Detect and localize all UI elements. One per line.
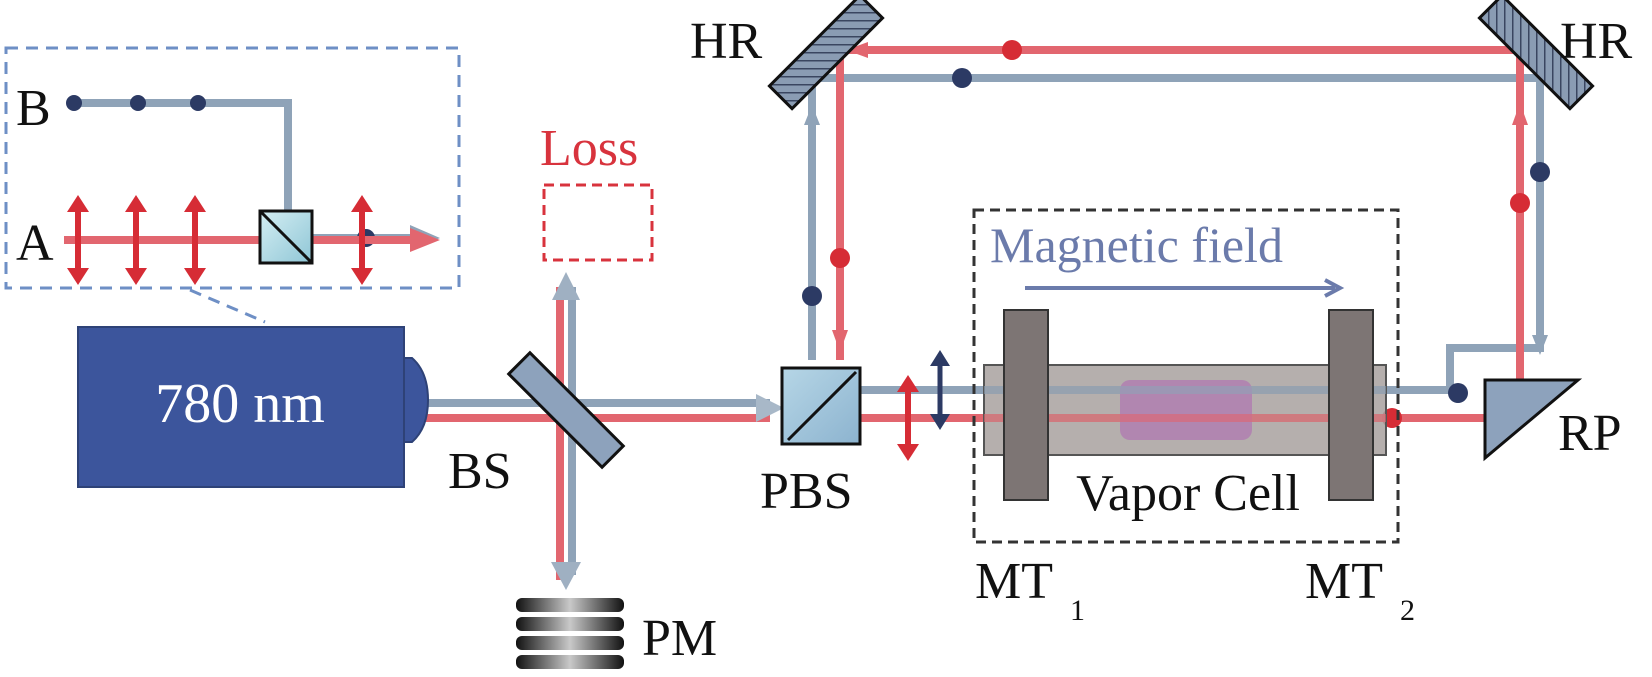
vapor-cell-core <box>1120 380 1252 440</box>
red-dot-right <box>1510 193 1530 213</box>
red-polarization-arrow <box>897 375 919 461</box>
hr-left-label: HR <box>690 13 763 70</box>
laser-label: 780 nm <box>155 373 325 435</box>
arrow-hr-left <box>846 42 868 58</box>
blue-dot-rp <box>1448 383 1468 403</box>
inset-a-arrowhead <box>410 228 440 252</box>
mt2-label-group: MT 2 <box>1305 553 1415 627</box>
mt2-subscript: 2 <box>1400 594 1415 627</box>
arrow-pbs-down <box>832 330 848 352</box>
hr-mirror-left: HR <box>690 0 885 111</box>
arrow-hr-up <box>804 105 820 125</box>
blue-dot-left <box>802 286 822 306</box>
blue-dot-top <box>952 68 972 88</box>
magnetic-field-arrowhead <box>1324 278 1345 298</box>
pm-label: PM <box>642 610 717 667</box>
laser-aperture <box>403 357 430 443</box>
arrow-to-pbs <box>756 394 784 422</box>
magnetic-field-label: Magnetic field <box>990 217 1283 273</box>
red-dot-left <box>830 248 850 268</box>
polarization-inset: B A <box>4 46 461 324</box>
arrow-to-pm <box>551 562 581 590</box>
hr-right-label: HR <box>1560 13 1633 70</box>
hr-mirror-right: HR <box>1477 0 1633 111</box>
mt1-label: MT <box>975 553 1053 610</box>
rp-prism <box>1483 378 1583 462</box>
mt2-coil <box>1328 309 1374 501</box>
arrow-rp-down <box>1532 335 1548 355</box>
rp-label: RP <box>1558 405 1622 462</box>
red-dot-top <box>1002 40 1022 60</box>
bs-label: BS <box>448 443 512 500</box>
pbs-label: PBS <box>760 463 853 520</box>
inset-b-dot <box>130 95 146 111</box>
blue-dot-right <box>1530 162 1550 182</box>
power-meter: PM <box>516 598 717 669</box>
polarizing-beam-splitter: PBS <box>760 366 862 520</box>
arrow-to-loss <box>552 272 580 300</box>
vapor-cell-label: Vapor Cell <box>1076 465 1300 522</box>
inset-b-dot <box>190 95 206 111</box>
bs-plate <box>506 350 626 470</box>
inset-border <box>4 46 461 290</box>
beam-arrowheads <box>551 42 1548 590</box>
inset-pbs-diagonal <box>258 209 314 265</box>
mt2-label: MT <box>1305 553 1383 610</box>
magnetic-field: Magnetic field <box>990 217 1345 298</box>
mt1-coil <box>1003 309 1049 501</box>
laser-source: 780 nm <box>77 326 430 488</box>
magnetic-region-border <box>972 208 1400 544</box>
inset-connector <box>189 288 266 324</box>
inset-b-dot <box>66 95 82 111</box>
loss-box <box>542 183 654 262</box>
beam-splitter: BS <box>448 350 626 500</box>
loss-dump: Loss <box>540 120 654 262</box>
pbs-diagonal <box>786 370 858 442</box>
inset-label-a: A <box>16 215 54 272</box>
hr-right-plate <box>1477 0 1595 111</box>
hr-left-plate <box>767 0 885 111</box>
inset-a-polarization-arrows <box>67 195 373 285</box>
loss-label: Loss <box>540 120 638 177</box>
vapor-cell-assembly: Vapor Cell <box>972 208 1400 544</box>
blue-polarization-arrow <box>930 350 950 430</box>
right-angle-prism: RP <box>1483 378 1622 462</box>
laser-body <box>77 326 405 488</box>
mt1-subscript: 1 <box>1070 594 1085 627</box>
arrow-rp-up <box>1512 103 1528 125</box>
mt1-label-group: MT 1 <box>975 553 1085 627</box>
inset-label-b: B <box>16 80 51 137</box>
